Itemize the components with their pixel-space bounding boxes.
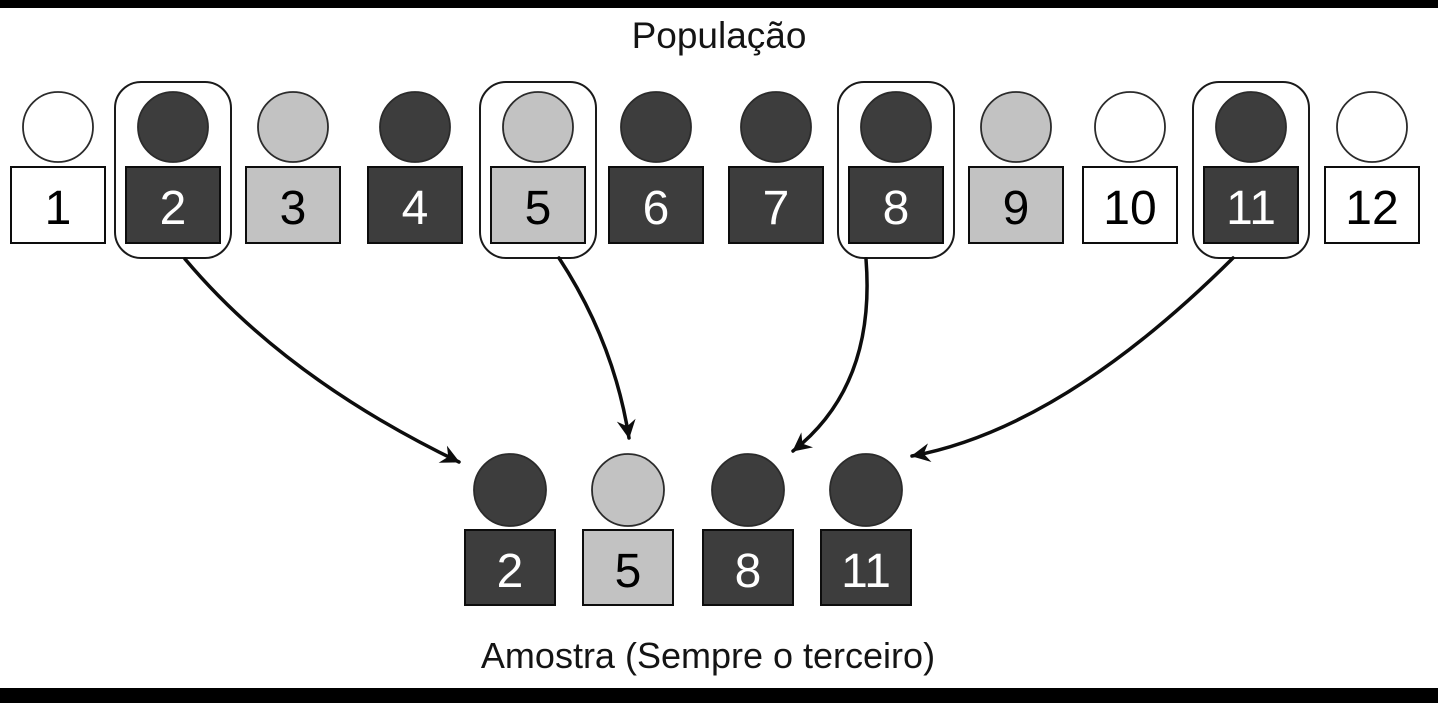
population-person-7: 7 xyxy=(728,91,824,244)
person-4-number: 4 xyxy=(402,182,429,235)
person-2-body xyxy=(125,166,221,244)
person-11-number: 11 xyxy=(1226,182,1276,235)
population-person-1: 1 xyxy=(10,91,106,244)
person-4-body xyxy=(367,166,463,244)
person-6-head xyxy=(620,91,692,163)
population-person-5: 5 xyxy=(490,91,586,244)
person-10-body xyxy=(1082,166,1178,244)
person-3-head xyxy=(257,91,329,163)
person-12-head xyxy=(1336,91,1408,163)
person-2-number: 2 xyxy=(160,182,187,235)
person-1-head xyxy=(22,91,94,163)
population-title: População xyxy=(632,15,807,56)
arrow-person8-to-sample xyxy=(791,257,869,453)
person-4-head xyxy=(379,91,451,163)
person-8-body xyxy=(848,166,944,244)
person-9-head xyxy=(980,91,1052,163)
population-person-12: 12 xyxy=(1324,91,1420,244)
population-person-8: 8 xyxy=(848,91,944,244)
sample-caption: Amostra (Sempre o terceiro) xyxy=(481,635,935,676)
person-6-body xyxy=(608,166,704,244)
person-5-number: 5 xyxy=(525,182,552,235)
person-7-body xyxy=(728,166,824,244)
arrow-person2-to-sample xyxy=(183,257,461,464)
person-1-body xyxy=(10,166,106,244)
person-1-number: 1 xyxy=(45,182,72,235)
person-10-head xyxy=(1094,91,1166,163)
person-3-body xyxy=(245,166,341,244)
sample-2-head xyxy=(473,453,547,527)
person-12-number: 12 xyxy=(1345,182,1398,235)
person-9-number: 9 xyxy=(1003,182,1030,235)
person-6-number: 6 xyxy=(643,182,670,235)
population-person-11: 11 xyxy=(1203,91,1299,244)
person-2-head xyxy=(137,91,209,163)
population-person-3: 3 xyxy=(245,91,341,244)
person-8-number: 8 xyxy=(883,182,910,235)
person-5-head xyxy=(502,91,574,163)
selection-outline-5 xyxy=(479,81,597,259)
arrow-person5-to-sample xyxy=(557,256,636,440)
sample-2-number: 2 xyxy=(497,545,524,598)
selection-outline-2 xyxy=(114,81,232,259)
person-9-body xyxy=(968,166,1064,244)
population-person-10: 10 xyxy=(1082,91,1178,244)
sample-5-number: 5 xyxy=(615,545,642,598)
population-person-9: 9 xyxy=(968,91,1064,244)
population-person-4: 4 xyxy=(367,91,463,244)
sample-person-11: 11 xyxy=(820,453,912,606)
population-person-2: 2 xyxy=(125,91,221,244)
person-11-body xyxy=(1203,166,1299,244)
sample-8-number: 8 xyxy=(735,545,762,598)
sample-11-head xyxy=(829,453,903,527)
person-7-number: 7 xyxy=(763,182,790,235)
sample-5-head xyxy=(591,453,665,527)
sample-person-2: 2 xyxy=(464,453,556,606)
person-11-head xyxy=(1215,91,1287,163)
person-3-number: 3 xyxy=(280,182,307,235)
person-12-body xyxy=(1324,166,1420,244)
person-7-head xyxy=(740,91,812,163)
sample-11-number: 11 xyxy=(841,545,891,598)
population-person-6: 6 xyxy=(608,91,704,244)
sample-person-5: 5 xyxy=(582,453,674,606)
top-border-bar xyxy=(0,0,1438,8)
person-10-number: 10 xyxy=(1103,182,1156,235)
sample-5-body xyxy=(582,529,674,606)
bottom-border-bar xyxy=(0,688,1438,703)
person-8-head xyxy=(860,91,932,163)
sample-person-8: 8 xyxy=(702,453,794,606)
sample-8-body xyxy=(702,529,794,606)
sample-8-head xyxy=(711,453,785,527)
person-5-body xyxy=(490,166,586,244)
arrow-person11-to-sample xyxy=(910,256,1235,463)
sample-11-body xyxy=(820,529,912,606)
selection-outline-8 xyxy=(837,81,955,259)
sample-2-body xyxy=(464,529,556,606)
selection-outline-11 xyxy=(1192,81,1310,259)
